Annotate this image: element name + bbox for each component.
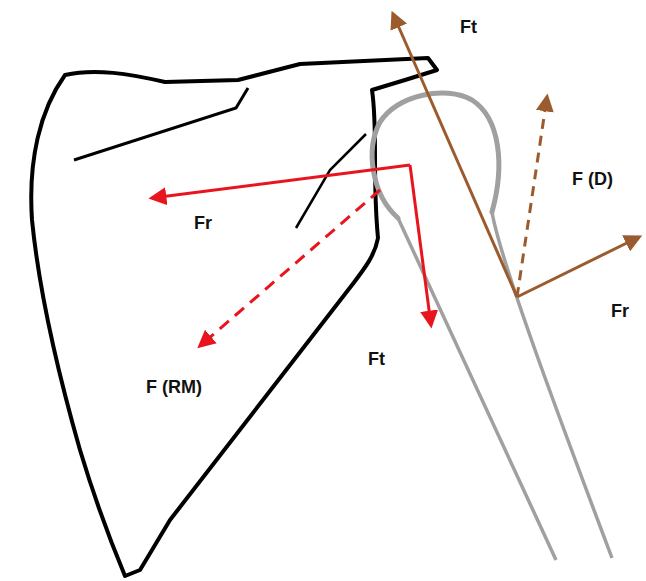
force-label: F (D)	[572, 170, 613, 190]
force-arrow	[517, 237, 639, 297]
force-arrow	[393, 14, 517, 297]
force-label: Ft	[460, 18, 477, 38]
force-arrow	[152, 165, 410, 198]
coracoid-line	[296, 134, 366, 228]
force-arrow	[517, 97, 547, 297]
scapula-spine	[74, 88, 248, 160]
force-label: Fr	[611, 302, 629, 322]
force-label: Ft	[368, 350, 385, 370]
force-label: F (RM)	[146, 378, 202, 398]
force-arrow	[200, 190, 380, 346]
force-arrow	[410, 165, 431, 325]
humerus-shaft	[398, 218, 556, 560]
humerus-shaft	[492, 212, 612, 558]
force-label: Fr	[194, 214, 212, 234]
